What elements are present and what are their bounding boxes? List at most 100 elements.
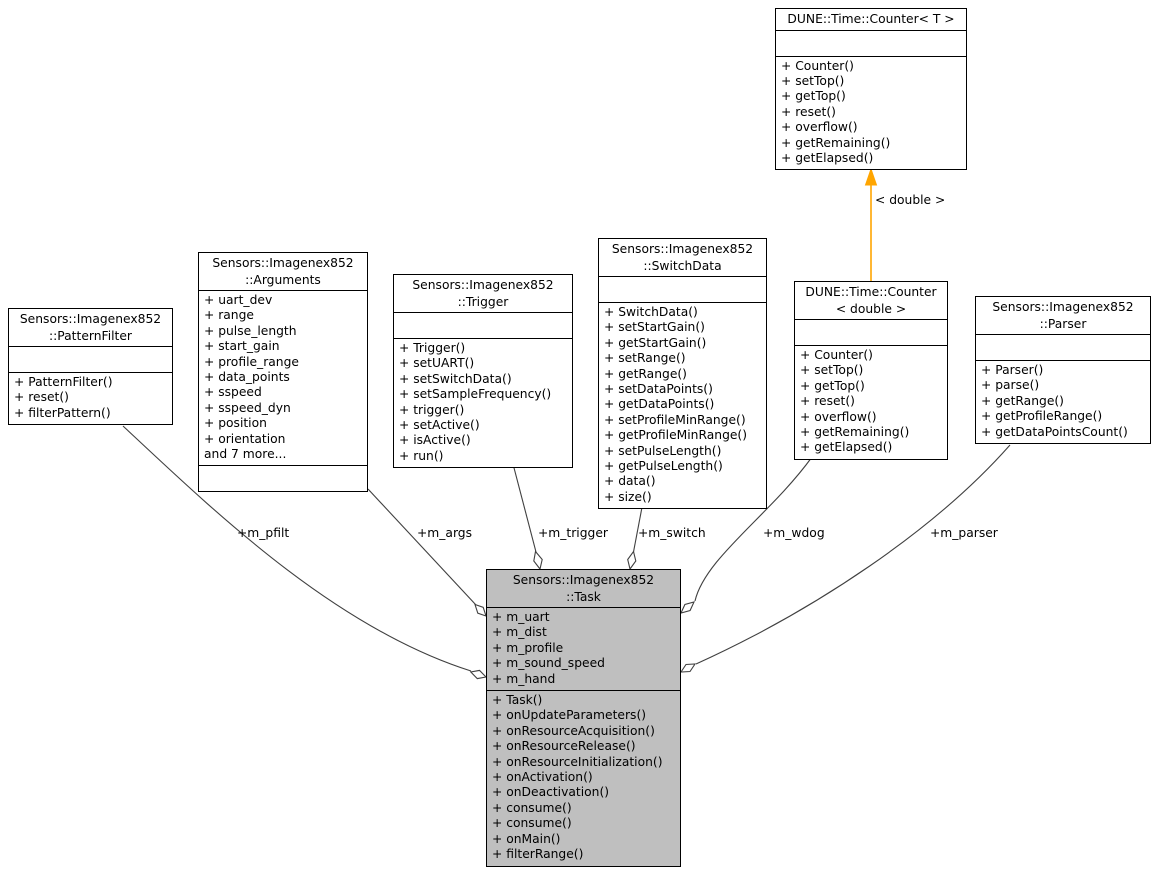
- member-row: + getRemaining(): [781, 135, 891, 150]
- class-node-task[interactable]: Sensors::Imagenex852::Task + m_uart+ m_d…: [486, 569, 681, 867]
- class-title-line: ::Trigger: [457, 294, 509, 309]
- member-row: + position: [204, 416, 267, 431]
- class-title-line: ::PatternFilter: [49, 328, 132, 343]
- member-row: + getTop(): [781, 89, 846, 104]
- member-row: and 7 more...: [204, 447, 287, 462]
- member-row: + reset(): [781, 104, 836, 119]
- template-arrowhead-icon: [864, 167, 878, 186]
- member-row: + m_hand: [492, 671, 556, 686]
- member-row: + onActivation(): [492, 770, 593, 785]
- class-attributes: [599, 276, 766, 302]
- member-row: + consume(): [492, 800, 572, 815]
- member-row: + onResourceInitialization(): [492, 754, 663, 769]
- class-node-parser[interactable]: Sensors::Imagenex852::Parser + Parser()+…: [975, 296, 1151, 445]
- class-attributes: [776, 29, 966, 56]
- class-node-dune-time-counter-t[interactable]: DUNE::Time::Counter< T > + Counter()+ se…: [775, 8, 967, 171]
- class-title-line: Sensors::Imagenex852: [412, 278, 554, 292]
- member-row: + Parser(): [981, 363, 1044, 377]
- member-row: + Trigger(): [399, 341, 466, 355]
- edge-m-switch: [632, 501, 644, 553]
- class-attributes: [394, 312, 572, 338]
- member-row: + filterRange(): [492, 847, 584, 862]
- member-row: + reset(): [800, 394, 855, 409]
- member-row: + getRange(): [981, 393, 1064, 408]
- member-row: + setProfileMinRange(): [604, 412, 746, 427]
- member-row: + filterPattern(): [14, 405, 111, 420]
- edge-label-m-trigger: +m_trigger: [538, 526, 608, 540]
- class-attributes: + uart_dev+ range+ pulse_length+ start_g…: [199, 290, 367, 465]
- member-row: + parse(): [981, 378, 1040, 393]
- member-row: + onDeactivation(): [492, 785, 610, 800]
- edge-m-trigger: [512, 463, 537, 553]
- member-row: + setSampleFrequency(): [399, 387, 552, 402]
- member-row: + Counter(): [781, 58, 854, 73]
- member-row: + setRange(): [604, 351, 686, 366]
- class-title: Sensors::Imagenex852::Arguments: [199, 253, 367, 290]
- member-row: + SwitchData(): [604, 305, 698, 319]
- class-attributes: [795, 319, 947, 345]
- member-row: + getPulseLength(): [604, 459, 723, 474]
- class-attributes: [976, 334, 1150, 360]
- class-title-line: ::Task: [566, 589, 601, 604]
- class-title-line: Sensors::Imagenex852: [19, 312, 162, 326]
- member-row: + getDataPointsCount(): [981, 424, 1128, 439]
- class-title-line: ::SwitchData: [643, 258, 722, 273]
- member-row: + getDataPoints(): [604, 397, 715, 412]
- member-row: + getProfileRange(): [981, 409, 1103, 424]
- class-methods: + Counter()+ setTop()+ getTop()+ reset()…: [795, 345, 947, 459]
- class-title: Sensors::Imagenex852::PatternFilter: [9, 309, 172, 346]
- member-row: + onMain(): [492, 831, 561, 846]
- class-title-line: Sensors::Imagenex852: [611, 242, 754, 256]
- aggregation-diamond-m-wdog: [680, 601, 695, 614]
- edge-m-args: [367, 488, 477, 606]
- class-title-line: Sensors::Imagenex852: [992, 300, 1134, 314]
- member-row: + data(): [604, 474, 656, 489]
- member-row: + Counter(): [800, 348, 873, 362]
- class-title-line: Sensors::Imagenex852: [212, 256, 354, 270]
- member-row: + PatternFilter(): [14, 375, 113, 389]
- class-node-dune-time-counter-double[interactable]: DUNE::Time::Counter< double > + Counter(…: [794, 281, 948, 460]
- member-row: + overflow(): [781, 120, 858, 135]
- member-row: + setDataPoints(): [604, 382, 713, 397]
- member-row: + trigger(): [399, 402, 465, 417]
- member-row: + uart_dev: [204, 293, 273, 307]
- member-row: + getElapsed(): [800, 440, 893, 455]
- member-row: + setTop(): [800, 363, 864, 378]
- class-attributes: [9, 346, 172, 372]
- class-methods: + SwitchData()+ setStartGain()+ getStart…: [599, 302, 766, 508]
- class-title-line: ::Parser: [1039, 316, 1087, 331]
- edge-label-m-parser: +m_parser: [930, 526, 998, 540]
- edge-m-parser: [695, 444, 1011, 665]
- member-row: + m_uart: [492, 610, 550, 624]
- member-row: + isActive(): [399, 433, 471, 448]
- member-row: + Task(): [492, 693, 543, 708]
- member-row: + start_gain: [204, 339, 280, 354]
- class-node-patternfilter[interactable]: Sensors::Imagenex852::PatternFilter + Pa…: [8, 308, 173, 426]
- member-row: + sspeed: [204, 385, 262, 400]
- member-row: + setSwitchData(): [399, 371, 512, 386]
- class-methods: [199, 465, 367, 491]
- class-node-trigger[interactable]: Sensors::Imagenex852::Trigger + Trigger(…: [393, 274, 573, 469]
- class-node-switchdata[interactable]: Sensors::Imagenex852::SwitchData + Switc…: [598, 238, 767, 510]
- class-title-line: ::Arguments: [245, 272, 321, 287]
- aggregation-diamond-m-args: [474, 603, 487, 617]
- class-methods: + Task()+ onUpdateParameters()+ onResour…: [487, 690, 680, 865]
- member-row: + m_sound_speed: [492, 656, 605, 671]
- class-methods: + Counter()+ setTop()+ getTop()+ reset()…: [776, 55, 966, 170]
- edge-label-m-pfilt: +m_pfilt: [237, 526, 290, 540]
- member-row: + onUpdateParameters(): [492, 708, 647, 723]
- member-row: + onResourceAcquisition(): [492, 723, 655, 738]
- class-node-arguments[interactable]: Sensors::Imagenex852::Arguments + uart_d…: [198, 252, 368, 493]
- class-methods: + PatternFilter()+ reset()+ filterPatter…: [9, 372, 172, 424]
- member-row: + getStartGain(): [604, 335, 707, 350]
- edge-label-m-args: +m_args: [417, 526, 473, 540]
- member-row: + getTop(): [800, 378, 865, 393]
- member-row: + setUART(): [399, 356, 475, 371]
- class-title-line: DUNE::Time::Counter< T >: [787, 12, 955, 26]
- class-title: Sensors::Imagenex852::Trigger: [394, 275, 572, 312]
- member-row: + getElapsed(): [781, 150, 874, 165]
- member-row: + setStartGain(): [604, 320, 705, 335]
- class-title: Sensors::Imagenex852::SwitchData: [599, 239, 766, 276]
- member-row: + consume(): [492, 816, 572, 831]
